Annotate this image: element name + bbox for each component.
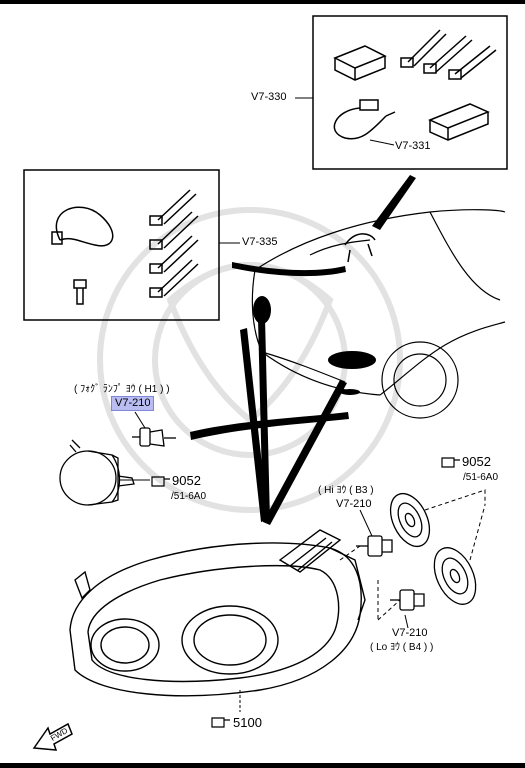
callout-strokes — [190, 175, 416, 525]
lo-beam-bulb — [390, 589, 425, 611]
installation-dashed-lines — [339, 489, 486, 621]
reference-hand-icon — [151, 457, 460, 728]
car-side-marker — [340, 389, 360, 395]
car-headlamp-opening — [328, 351, 376, 369]
label-hi-caption: ( Hi ﾖｳ ( B3 ) — [318, 485, 374, 496]
label-lo-part: V7-210 — [392, 627, 428, 639]
car-fog-opening — [253, 296, 271, 324]
label-fog-caption: ( ﾌｫｸﾞ ﾗﾝﾌﾟ ﾖｳ ( H1 ) ) — [74, 384, 170, 395]
leader-hi-bulb — [359, 509, 373, 537]
hi-beam-cover — [389, 492, 431, 548]
engine-wiring — [344, 233, 376, 263]
kit-box-v7-330 — [312, 15, 508, 170]
label-v7-331: V7-331 — [395, 140, 431, 152]
label-lo-caption: ( Lo ﾖｳ ( B4 ) ) — [370, 642, 434, 653]
lo-beam-cover — [433, 547, 477, 605]
label-headlamp-ref: 5100 — [233, 715, 262, 730]
label-hi-part: V7-210 — [336, 498, 372, 510]
leader-v7-331 — [369, 139, 395, 146]
label-lamp-ref: 9052 — [462, 454, 491, 469]
car-outline — [251, 209, 506, 419]
hi-beam-bulb — [356, 535, 393, 557]
bottom-border — [0, 763, 525, 768]
label-lamp-ref-sub: /51-6A0 — [463, 472, 499, 483]
label-fog-ref-sub: /51-6A0 — [171, 491, 207, 502]
label-v7-330: V7-330 — [251, 91, 287, 103]
leader-lo-bulb — [404, 614, 409, 629]
label-fog-ref: 9052 — [172, 473, 201, 488]
label-v7-335: V7-335 — [242, 236, 278, 248]
top-border — [0, 0, 525, 4]
leader-fog-bulb — [134, 411, 146, 429]
fog-bulb-h1 — [132, 427, 176, 447]
headlamp-housing — [69, 529, 366, 697]
kit-box-v7-335 — [23, 169, 220, 321]
fwd-arrow-icon — [32, 722, 73, 751]
label-fog-part: V7-210 — [111, 396, 155, 411]
fog-lamp-assembly — [59, 439, 135, 506]
